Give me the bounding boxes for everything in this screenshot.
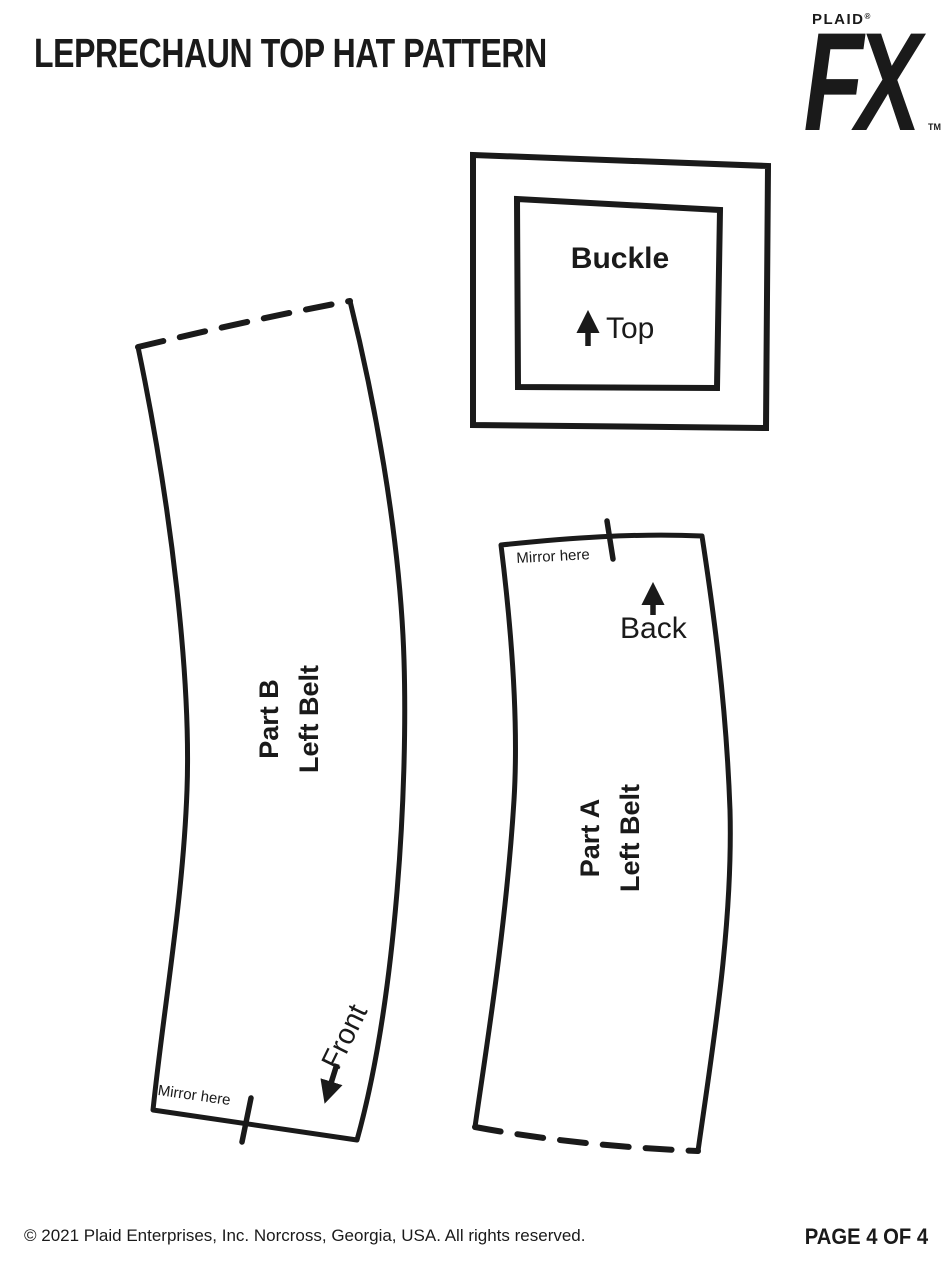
part-b-piece: Left Belt xyxy=(294,665,324,773)
part-a-fold-edge xyxy=(472,1124,701,1154)
part-a-orientation-label: Back xyxy=(620,612,687,645)
part-b-label: Part B Left Belt xyxy=(248,569,330,869)
plaid-brand-text: PLAID® xyxy=(812,11,872,28)
trademark-text: TM xyxy=(928,122,941,132)
buckle-label: Buckle xyxy=(570,242,670,275)
arrow-down-icon xyxy=(320,1063,343,1104)
buckle-orientation-label: Top xyxy=(606,312,655,345)
plaid-fx-logo: PLAID® FX TM xyxy=(804,4,941,160)
part-b-outline xyxy=(135,298,408,1143)
buckle-outer-outline xyxy=(470,151,772,432)
page-title: LEPRECHAUN TOP HAT PATTERN xyxy=(34,30,547,76)
part-b-fold-edge xyxy=(135,298,353,350)
part-a-notch-icon xyxy=(604,518,616,562)
part-b-notch-icon xyxy=(239,1095,254,1145)
part-a-piece: Left Belt xyxy=(615,784,645,892)
part-a-name: Part A xyxy=(575,798,605,878)
part-a-label: Part A Left Belt xyxy=(569,688,651,988)
part-a-outline xyxy=(472,532,733,1154)
fx-wordmark: FX xyxy=(804,4,927,160)
buckle-inner-outline xyxy=(513,195,724,392)
footer-copyright: © 2021 Plaid Enterprises, Inc. Norcross,… xyxy=(24,1226,586,1245)
part-b-name: Part B xyxy=(254,679,284,759)
page-number: PAGE 4 OF 4 xyxy=(804,1224,928,1249)
